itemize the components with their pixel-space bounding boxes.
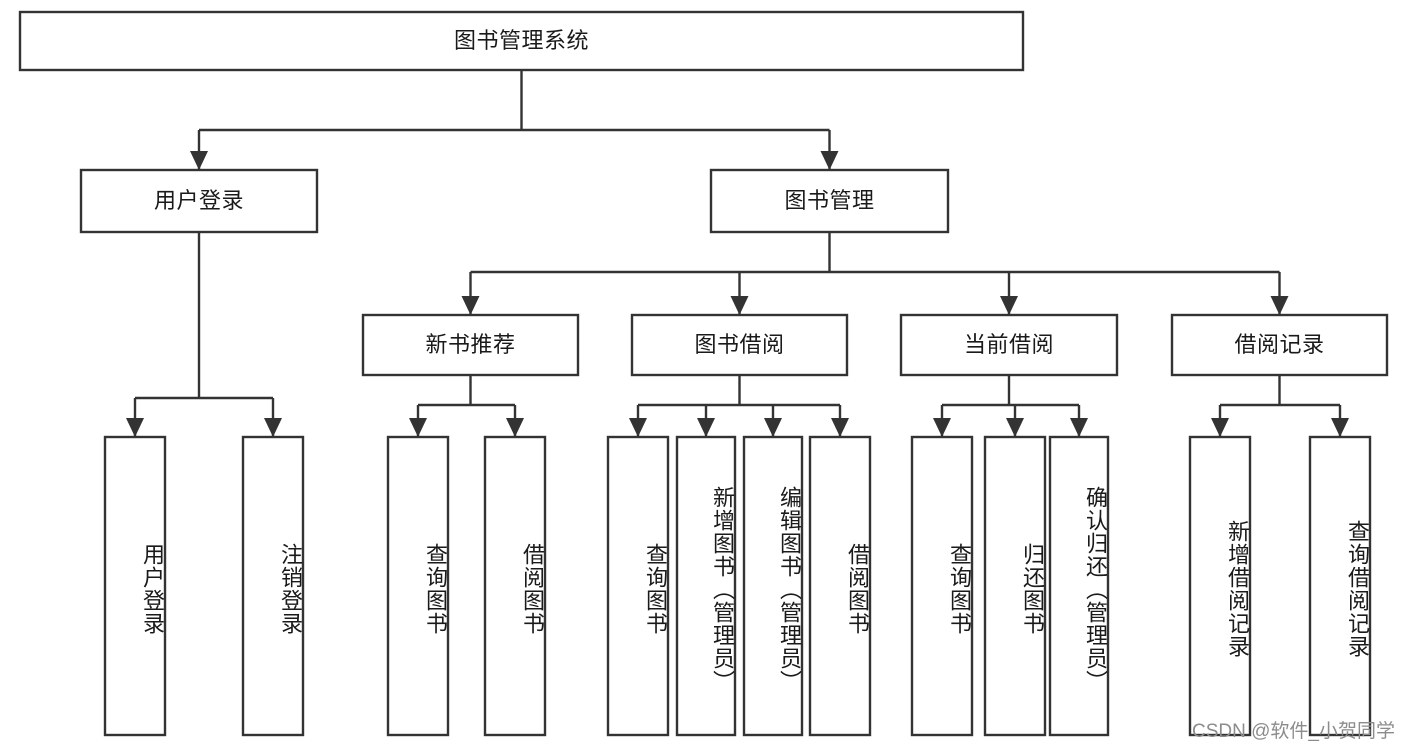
arrow-head-leaf-logout [264,418,282,437]
node-box-leaf-query-book-new[interactable] [386,435,450,737]
arrow-head-leaf-query-record [1331,418,1349,437]
node-box-leaf-query-record[interactable] [1308,435,1372,737]
node-box-book-borrow[interactable] [630,313,849,377]
arrow-head-leaf-query-book-current [933,418,951,437]
connector-layer [126,70,1349,437]
watermark-text: CSDN @软件_小贺同学 [1192,721,1395,742]
node-box-root[interactable] [18,10,1025,72]
node-box-book-management[interactable] [709,168,950,234]
arrow-head-leaf-borrow-book [831,418,849,437]
arrow-head-user-login [190,151,208,170]
node-box-leaf-query-book-borrow[interactable] [606,435,670,737]
node-box-leaf-logout[interactable] [241,435,305,737]
arrow-head-leaf-add-record [1211,418,1229,437]
arrow-head-book-management [820,151,839,170]
node-box-current-borrow[interactable] [899,313,1119,377]
node-box-leaf-query-book-current[interactable] [910,435,974,737]
arrow-head-leaf-edit-book [764,418,782,437]
arrow-head-leaf-query-book-borrow [629,418,647,437]
node-box-leaf-add-book[interactable] [675,435,737,737]
node-box-leaf-user-login[interactable] [103,435,167,737]
arrow-head-borrow-record [1270,296,1289,315]
arrow-head-book-borrow [730,296,749,315]
arrow-head-leaf-query-book-new [409,418,427,437]
node-box-new-book-recommend[interactable] [361,313,580,377]
node-box-leaf-borrow-book[interactable] [808,435,872,737]
arrow-head-new-book-recommend [461,296,480,315]
arrow-head-current-borrow [1000,296,1018,315]
node-box-leaf-borrow-book-new[interactable] [483,435,547,737]
arrow-head-leaf-confirm-return [1070,418,1088,437]
arrow-head-leaf-add-book [697,418,715,437]
node-box-borrow-record[interactable] [1170,313,1389,377]
box-layer [18,10,1389,737]
node-box-leaf-add-record[interactable] [1188,435,1252,737]
arrow-head-leaf-return-book [1006,418,1024,437]
arrow-head-leaf-borrow-book-new [506,418,524,437]
arrow-head-leaf-user-login [126,418,144,437]
node-box-leaf-confirm-return[interactable] [1048,435,1110,737]
node-box-leaf-edit-book[interactable] [742,435,804,737]
node-box-leaf-return-book[interactable] [983,435,1047,737]
node-box-user-login[interactable] [79,168,319,234]
